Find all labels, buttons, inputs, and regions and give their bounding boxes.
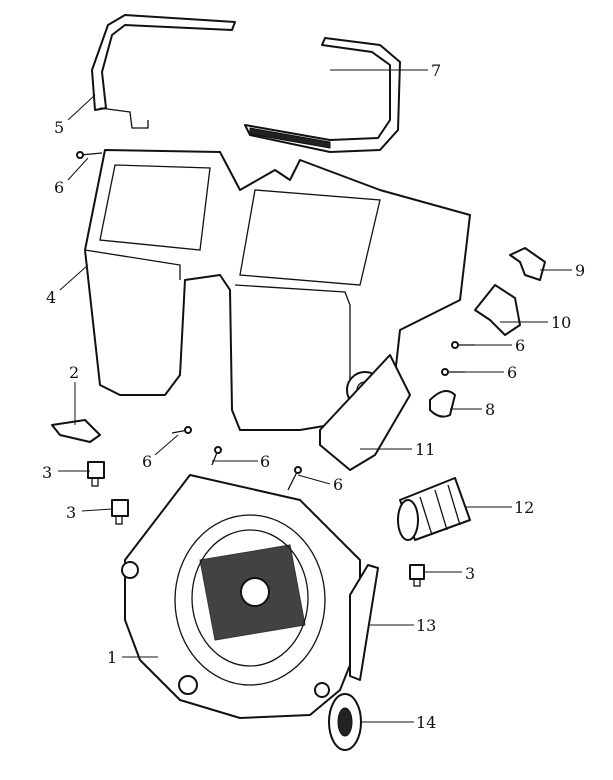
callout-6: 6 [142, 452, 152, 471]
part-6-screw [171, 426, 192, 434]
callout-6: 6 [54, 178, 64, 197]
part-5-seal-frame [91, 14, 236, 129]
part-3-bolt [87, 461, 105, 487]
part-3-bolt [409, 564, 425, 587]
callout-13: 13 [416, 616, 436, 635]
part-14-grommet [328, 693, 362, 751]
callout-6: 6 [515, 336, 525, 355]
part-1-fan-cover [121, 474, 361, 719]
part-9-clip [509, 247, 546, 281]
callout-9: 9 [575, 261, 585, 280]
part-13-strip [349, 564, 379, 681]
part-7-seal-frame [244, 37, 401, 153]
part-12-intake-duct [397, 477, 471, 541]
callout-10: 10 [551, 313, 571, 332]
part-2-clip [51, 419, 101, 443]
callout-14: 14 [416, 713, 436, 732]
callout-4: 4 [46, 288, 56, 307]
callout-1: 1 [107, 648, 117, 667]
callout-3: 3 [42, 463, 52, 482]
callout-6: 6 [507, 363, 517, 382]
leader-lines [58, 69, 572, 723]
part-11-bracket-plate [319, 354, 411, 471]
callout-8: 8 [485, 400, 495, 419]
callout-2: 2 [69, 363, 79, 382]
callout-6: 6 [333, 475, 343, 494]
callout-5: 5 [54, 118, 64, 137]
callout-3: 3 [465, 564, 475, 583]
callout-7: 7 [431, 61, 441, 80]
part-6-screw [76, 151, 103, 159]
callout-6: 6 [260, 452, 270, 471]
part-6-screw [211, 446, 222, 466]
part-8-flap [429, 390, 456, 418]
callout-3: 3 [66, 503, 76, 522]
callout-12: 12 [514, 498, 534, 517]
callout-11: 11 [415, 440, 435, 459]
part-10-clip [474, 284, 521, 336]
part-6-screw [287, 466, 302, 491]
part-6-screw [451, 341, 475, 349]
part-3-bolt [111, 499, 129, 525]
part-4-air-box [84, 149, 471, 431]
